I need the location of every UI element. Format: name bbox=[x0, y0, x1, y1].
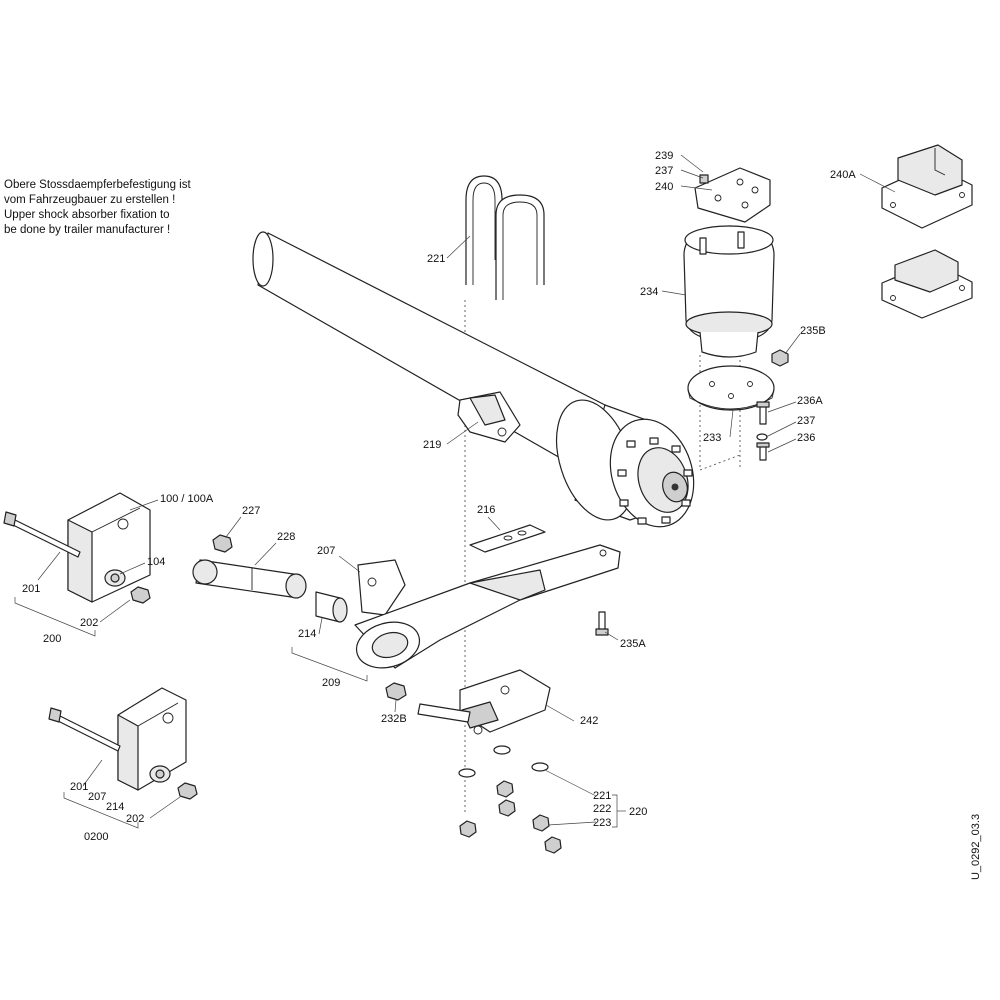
axle-seat-219 bbox=[457, 391, 521, 443]
label-227: 227 bbox=[242, 505, 260, 517]
label-222: 222 bbox=[593, 803, 611, 815]
label-239: 239 bbox=[655, 150, 673, 162]
washer-237 bbox=[756, 433, 768, 441]
label-214b: 214 bbox=[106, 801, 124, 813]
u-bolts bbox=[465, 175, 545, 300]
bolt-0200 bbox=[48, 707, 121, 752]
mounting-note: Obere Stossdaempferbefestigung ist vom F… bbox=[4, 178, 191, 238]
nut-235B bbox=[771, 349, 789, 367]
label-202b: 202 bbox=[126, 813, 144, 825]
leader-lines bbox=[37, 154, 896, 826]
label-237a: 237 bbox=[655, 165, 673, 177]
note-line-1: Obere Stossdaempferbefestigung ist bbox=[4, 179, 191, 191]
note-line-4: be done by trailer manufacturer ! bbox=[4, 224, 171, 236]
label-201a: 201 bbox=[22, 583, 40, 595]
label-209: 209 bbox=[322, 677, 340, 689]
label-0200: 0200 bbox=[84, 831, 108, 843]
label-228: 228 bbox=[277, 531, 295, 543]
label-223: 223 bbox=[593, 817, 611, 829]
brake-drum-hub bbox=[555, 399, 695, 528]
label-235B: 235B bbox=[800, 325, 826, 337]
label-232B: 232B bbox=[381, 713, 407, 725]
part-labels: 239 237 240 240A 221 234 235B 236A 237 2… bbox=[22, 150, 856, 843]
plate-216 bbox=[469, 524, 546, 553]
nut-202 bbox=[130, 586, 151, 604]
washers-nuts-220 bbox=[458, 745, 562, 854]
bolt-236 bbox=[756, 442, 770, 461]
label-234: 234 bbox=[640, 286, 658, 298]
label-207a: 207 bbox=[317, 545, 335, 557]
label-236A: 236A bbox=[797, 395, 823, 407]
nut-0200 bbox=[177, 782, 198, 800]
lower-plate-242 bbox=[417, 669, 551, 735]
drawing-id: U_0292_03.3 bbox=[970, 813, 982, 880]
piston-plate-233 bbox=[687, 365, 775, 411]
trailing-arm-209 bbox=[354, 544, 621, 669]
label-240A: 240A bbox=[830, 169, 856, 181]
label-237b: 237 bbox=[797, 415, 815, 427]
air-spring-234 bbox=[683, 225, 775, 358]
label-214a: 214 bbox=[298, 628, 316, 640]
hanger-bracket-100 bbox=[67, 492, 151, 603]
label-202a: 202 bbox=[80, 617, 98, 629]
bolt-236A bbox=[756, 401, 770, 425]
hanger-bracket-0200 bbox=[117, 687, 187, 791]
label-220: 220 bbox=[629, 806, 647, 818]
note-line-3: Upper shock absorber fixation to bbox=[4, 209, 170, 221]
label-240: 240 bbox=[655, 181, 673, 193]
bush-227 bbox=[212, 534, 233, 553]
note-line-2: vom Fahrzeugbauer zu erstellen ! bbox=[4, 194, 176, 206]
label-221-group: 221 bbox=[593, 790, 611, 802]
nut-232B bbox=[385, 682, 407, 701]
bracket-240A-lower bbox=[881, 249, 973, 319]
bush-214 bbox=[315, 591, 348, 623]
label-100: 100 / 100A bbox=[160, 493, 214, 505]
label-233: 233 bbox=[703, 432, 721, 444]
label-236: 236 bbox=[797, 432, 815, 444]
bolt-201 bbox=[3, 511, 81, 558]
group-brackets bbox=[14, 597, 626, 829]
bolt-235A bbox=[595, 611, 609, 636]
label-201b: 201 bbox=[70, 781, 88, 793]
label-207b: 207 bbox=[88, 791, 106, 803]
wheel-studs bbox=[617, 437, 693, 525]
bracket-207 bbox=[357, 559, 406, 616]
top-plate-240 bbox=[694, 167, 771, 223]
label-216: 216 bbox=[477, 504, 495, 516]
label-221-ubolt: 221 bbox=[427, 253, 445, 265]
label-104: 104 bbox=[147, 556, 165, 568]
bracket-240A-upper bbox=[881, 144, 973, 229]
label-200: 200 bbox=[43, 633, 61, 645]
label-235A: 235A bbox=[620, 638, 646, 650]
label-219: 219 bbox=[423, 439, 441, 451]
shock-absorber-228 bbox=[192, 559, 307, 599]
label-242: 242 bbox=[580, 715, 598, 727]
